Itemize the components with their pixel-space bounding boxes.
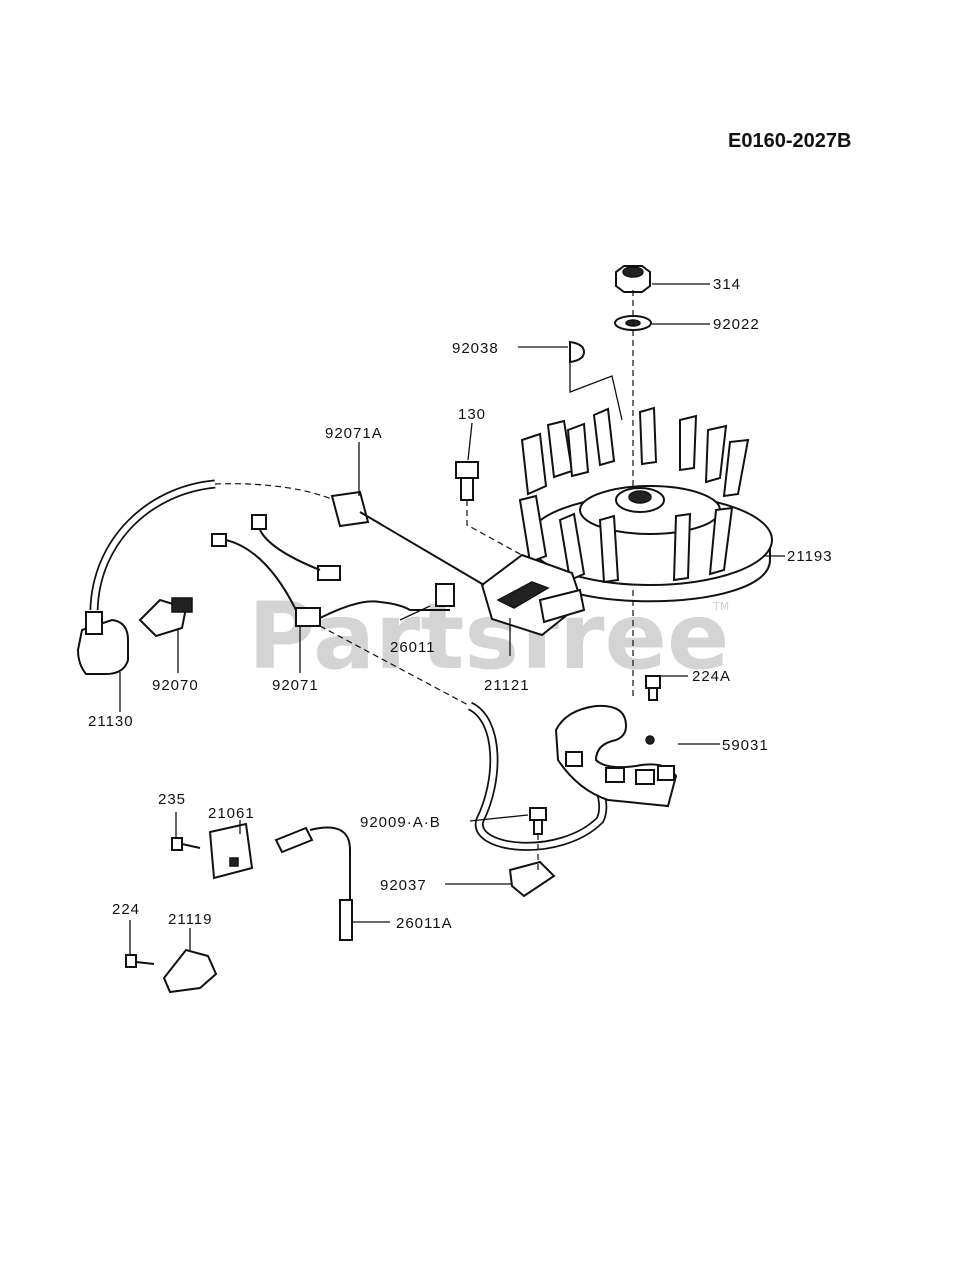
pickup-coil[interactable]: [554, 704, 678, 808]
screw-235[interactable]: [171, 837, 201, 851]
label-21193: 21193: [787, 548, 833, 565]
watermark-trademark: TM: [712, 600, 729, 613]
label-235: 235: [158, 791, 186, 808]
label-26011: 26011: [390, 639, 436, 656]
label-21130: 21130: [88, 713, 134, 730]
bracket-21061[interactable]: [208, 822, 254, 880]
screw-224[interactable]: [125, 954, 155, 968]
label-92009ab: 92009·A·B: [360, 814, 441, 831]
bracket-21119[interactable]: [162, 948, 218, 994]
label-314: 314: [713, 276, 741, 293]
grommet-92071a[interactable]: [330, 490, 485, 586]
wire-harness[interactable]: [211, 514, 455, 627]
label-92071a: 92071A: [325, 425, 383, 442]
clamp[interactable]: [508, 860, 556, 898]
label-92071: 92071: [272, 677, 319, 694]
bolt-130[interactable]: [455, 461, 479, 501]
leader-lines: [119, 283, 785, 955]
ignition-coil[interactable]: [480, 553, 586, 637]
label-26011a: 26011A: [396, 915, 453, 932]
label-224a: 224A: [692, 668, 731, 685]
label-92070: 92070: [152, 677, 199, 694]
screw-92009[interactable]: [529, 807, 547, 835]
part-labels: 314 92022 92038 130 92071A 21193 26011 9…: [88, 276, 833, 932]
label-92022: 92022: [713, 316, 760, 333]
label-224: 224: [112, 901, 140, 918]
plug-cap[interactable]: [76, 611, 129, 675]
label-21121: 21121: [484, 677, 530, 694]
spark-plug[interactable]: [138, 597, 193, 638]
flywheel-key[interactable]: [569, 340, 586, 364]
label-21119: 21119: [168, 911, 213, 928]
flywheel[interactable]: [518, 406, 773, 603]
label-59031: 59031: [722, 737, 769, 754]
screw-224a[interactable]: [645, 675, 661, 701]
label-92038: 92038: [452, 340, 499, 357]
label-92037: 92037: [380, 877, 427, 894]
label-21061: 21061: [208, 805, 255, 822]
diagram-code: E0160-2027B: [728, 130, 851, 152]
nut[interactable]: [615, 265, 651, 293]
label-130: 130: [458, 406, 486, 423]
